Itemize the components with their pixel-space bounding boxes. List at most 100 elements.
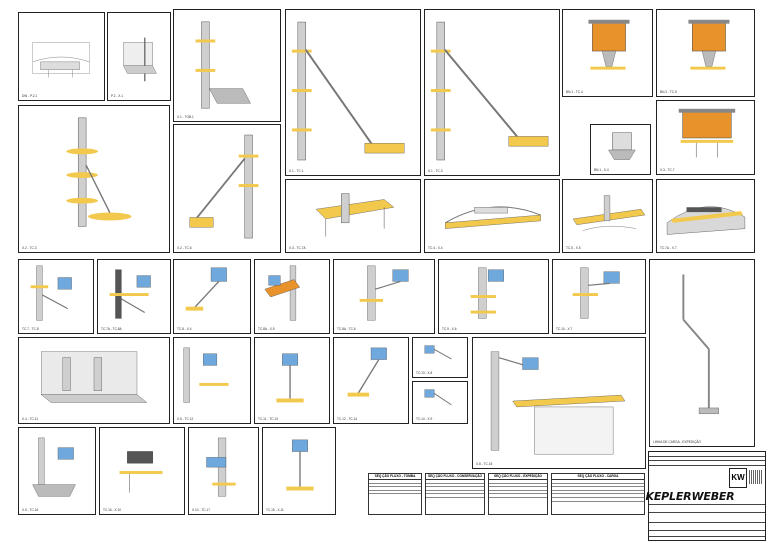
view-panel-14: TC.5 - X.5 (562, 179, 653, 253)
view-panel-28: TC.13 - X.8 (412, 337, 468, 378)
view-caption: TC.9 - X.6 (442, 327, 457, 331)
isometric-view-33 (206, 437, 236, 497)
isometric-view-13 (445, 206, 541, 229)
view-panel-30: X.8 - TC.15 (472, 337, 646, 469)
isometric-view-23 (682, 274, 719, 415)
view-panel-3: X.1 - TOB.1 (173, 9, 281, 122)
isometric-view-25 (183, 347, 229, 403)
view-panel-32: TC.16 - X.10 (99, 427, 185, 515)
isometric-view-19 (264, 265, 301, 321)
view-caption: X.4 - TC.11 (22, 417, 39, 421)
view-caption: TC.13 - X.8 (416, 371, 433, 375)
isometric-view-17 (109, 269, 151, 319)
isometric-view-11 (678, 108, 736, 158)
view-caption: TC.7A - X.7 (660, 246, 677, 250)
view-caption: TC.12 - TC.14 (337, 417, 358, 421)
isometric-view-7 (688, 19, 730, 70)
view-panel-13: TC.4 - X.4 (424, 179, 560, 253)
isometric-view-4 (291, 21, 405, 161)
isometric-view-27 (347, 347, 387, 397)
isometric-view-6 (588, 19, 630, 70)
isometric-view-32 (119, 451, 163, 493)
view-panel-31: X.9 - TC.16 (18, 427, 96, 515)
view-panel-24: X.4 - TC.11 (18, 337, 170, 424)
view-panel-22: TC.10 - X.7 (552, 259, 646, 334)
table-title: SEQ ÇÃO FLUXO - CONSERVAÇÃO (426, 474, 484, 480)
isometric-view-3 (195, 21, 251, 109)
view-caption: BN.2 - TC.5 (660, 90, 677, 94)
view-caption: BN.1 - TC.4 (566, 90, 583, 94)
view-caption: X.8 - TC.15 (476, 462, 493, 466)
isometric-view-1 (32, 42, 90, 78)
view-caption: X.9 - TC.16 (22, 508, 39, 512)
view-panel-29: TC.14 - X.9 (412, 381, 468, 424)
view-caption: X.1 - TOB.1 (177, 115, 194, 119)
view-caption: X.3 - TC.7 (660, 168, 675, 172)
view-panel-5: X.1 - TC.3 (424, 9, 560, 176)
view-caption: TC.11 - TC.13 (258, 417, 278, 421)
flow-table-2: SEQ ÇÃO FLUXO - CONSERVAÇÃO (425, 473, 485, 515)
view-caption: LINHA DE CARGA - EXPEDIÇÃO (653, 440, 702, 444)
isometric-view-34 (286, 439, 314, 491)
view-panel-26: TC.11 - TC.13 (254, 337, 330, 424)
flow-table-4: SEQ ÇÃO FLUXO - CARGA (551, 473, 645, 515)
view-caption: X.1 - TC.1 (289, 169, 304, 173)
view-caption: TC.5 - X.5 (566, 246, 581, 250)
view-caption: TC.4 - X.4 (428, 246, 443, 250)
view-caption: X.5 - TC.12 (177, 417, 194, 421)
isometric-view-15 (666, 206, 746, 235)
isometric-view-28 (424, 345, 452, 360)
kepler-weber-logo: KEPLERWEBER (646, 490, 735, 503)
view-panel-34: TC.15 - X.11 (262, 427, 336, 515)
view-panel-10: BN.1 - X.4 (590, 124, 651, 175)
flow-table-1: SEQ ÇÃO FLUXO - TOMBA (368, 473, 422, 515)
isometric-view-22 (572, 267, 620, 319)
kw-mark: KW (729, 468, 747, 488)
view-panel-17: TC.7A - TC.8A (97, 259, 171, 334)
view-panel-7: BN.2 - TC.5 (656, 9, 755, 97)
isometric-view-26 (276, 353, 304, 403)
view-panel-21: TC.9 - X.6 (438, 259, 549, 334)
table-title: SEQ ÇÃO FLUXO - CARGA (552, 474, 644, 480)
isometric-view-21 (470, 267, 504, 319)
isometric-view-12 (315, 193, 395, 237)
view-panel-6: BN.1 - TC.4 (562, 9, 653, 97)
view-panel-27: TC.12 - TC.14 (333, 337, 409, 424)
view-panel-12: X.3 - TC.7A (285, 179, 421, 253)
view-panel-33: X.10 - TC.17 (188, 427, 259, 515)
view-panel-4: X.1 - TC.1 (285, 9, 421, 176)
view-caption: DW - P.2.1 (22, 94, 38, 98)
isometric-view-10 (608, 132, 636, 160)
view-caption: TC.10 - X.7 (556, 327, 573, 331)
view-caption: TC.7 - TC.8 (22, 327, 39, 331)
view-caption: TC.15 - X.11 (266, 508, 284, 512)
table-title: SEQ ÇÃO FLUXO - TOMBA (369, 474, 421, 480)
isometric-view-24 (40, 351, 148, 403)
isometric-view-18 (185, 267, 227, 311)
isometric-view-16 (30, 265, 72, 321)
view-panel-23: LINHA DE CARGA - EXPEDIÇÃO (649, 259, 755, 447)
view-caption: TC.8 - X.4 (177, 327, 192, 331)
view-panel-19: TC.8A - X.5 (254, 259, 330, 334)
view-caption: TC.8A - X.5 (258, 327, 275, 331)
isometric-view-29 (424, 389, 452, 406)
isometric-view-14 (572, 195, 646, 231)
view-caption: X.3 - TC.7A (289, 246, 306, 250)
view-caption: X.10 - TC.17 (192, 508, 211, 512)
view-caption: TC.16 - X.10 (103, 508, 122, 512)
view-panel-8: X.2 - TC.3 (18, 105, 170, 253)
view-caption: X.1 - TC.3 (428, 169, 443, 173)
view-panel-15: TC.7A - X.7 (656, 179, 755, 253)
isometric-view-31 (32, 437, 76, 497)
isometric-view-30 (490, 351, 626, 455)
isometric-view-8 (66, 117, 132, 227)
isometric-view-20 (359, 265, 409, 321)
isometric-view-9 (189, 134, 259, 239)
view-caption: BN.1 - X.4 (594, 168, 609, 172)
isometric-view-5 (430, 21, 549, 161)
view-panel-1: DW - P.2.1 (18, 12, 105, 101)
view-caption: TC.8A - TC.6 (337, 327, 356, 331)
view-caption: P.2 - X.1 (111, 94, 123, 98)
view-panel-20: TC.8A - TC.6 (333, 259, 435, 334)
